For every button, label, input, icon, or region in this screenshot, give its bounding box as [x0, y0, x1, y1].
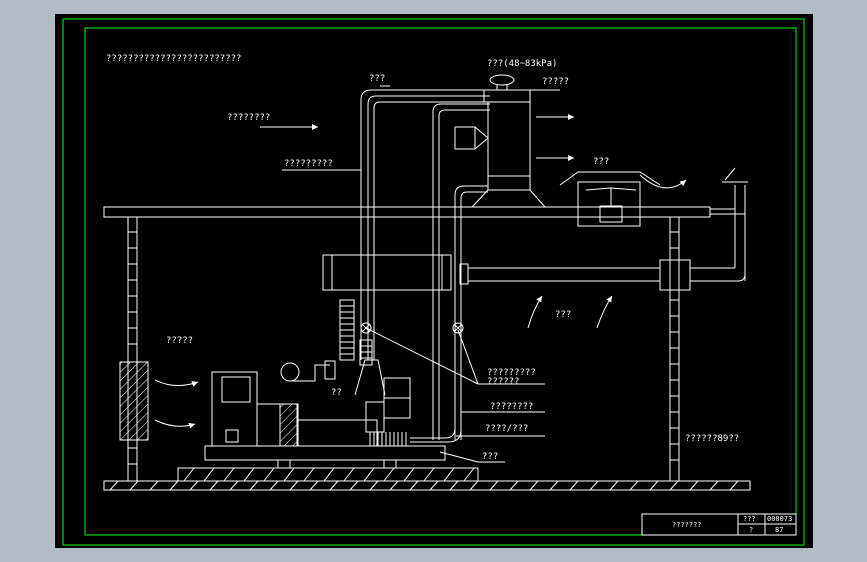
label-callout-3: ????/???	[485, 424, 528, 434]
label-pressure: ???(48~83kPa)	[487, 59, 557, 69]
right-column	[669, 217, 680, 481]
callout-leaders	[282, 85, 560, 463]
title-block-col-b-bottom: 87	[775, 526, 783, 534]
title-block-col-a-bottom: ?	[749, 526, 753, 534]
label-under-roof: ???	[555, 310, 571, 320]
title-block-name: ???????	[672, 521, 702, 529]
header-note: ?????????????????????????	[106, 54, 241, 64]
roof-exhaust-unit	[454, 74, 546, 208]
louvre-vent	[119, 361, 149, 441]
label-callout-4: ???	[482, 452, 498, 462]
title-block-col-a-top: ???	[743, 515, 756, 523]
roof-radiator	[559, 171, 661, 227]
foundation-plinth	[177, 467, 479, 482]
ground-hatch	[109, 480, 739, 491]
cooling-fins	[369, 432, 407, 446]
label-right-post: ??????89??	[685, 434, 739, 444]
roof-slab	[103, 206, 711, 218]
label-pipe: ?????????	[284, 159, 333, 169]
label-top-right: ?????	[542, 77, 569, 87]
outer-frame	[62, 18, 805, 546]
flow-arrows	[154, 114, 687, 429]
title-block	[641, 513, 797, 536]
label-left-vent: ?????	[166, 336, 193, 346]
drawing-sheet	[55, 14, 813, 548]
drain-pipe	[454, 185, 488, 440]
valve-right	[452, 322, 464, 334]
label-callout-1a: ?????????	[487, 368, 536, 378]
label-mid-right: ???	[593, 157, 609, 167]
title-block-col-b-top: 000073	[767, 515, 792, 523]
inner-frame	[84, 27, 797, 536]
generator-set	[204, 359, 462, 469]
silencer	[322, 254, 452, 291]
label-exhaust-top: ???	[369, 74, 385, 84]
exhaust-pipes	[360, 89, 490, 440]
plinth-hatch	[183, 467, 475, 482]
flexible-bellows	[339, 299, 373, 366]
label-callout-1b: ??????	[487, 377, 520, 387]
horizontal-duct	[459, 167, 748, 291]
label-engine-small: ??	[331, 388, 342, 398]
label-callout-2: ????????	[490, 402, 533, 412]
label-airflow-left: ????????	[227, 113, 270, 123]
